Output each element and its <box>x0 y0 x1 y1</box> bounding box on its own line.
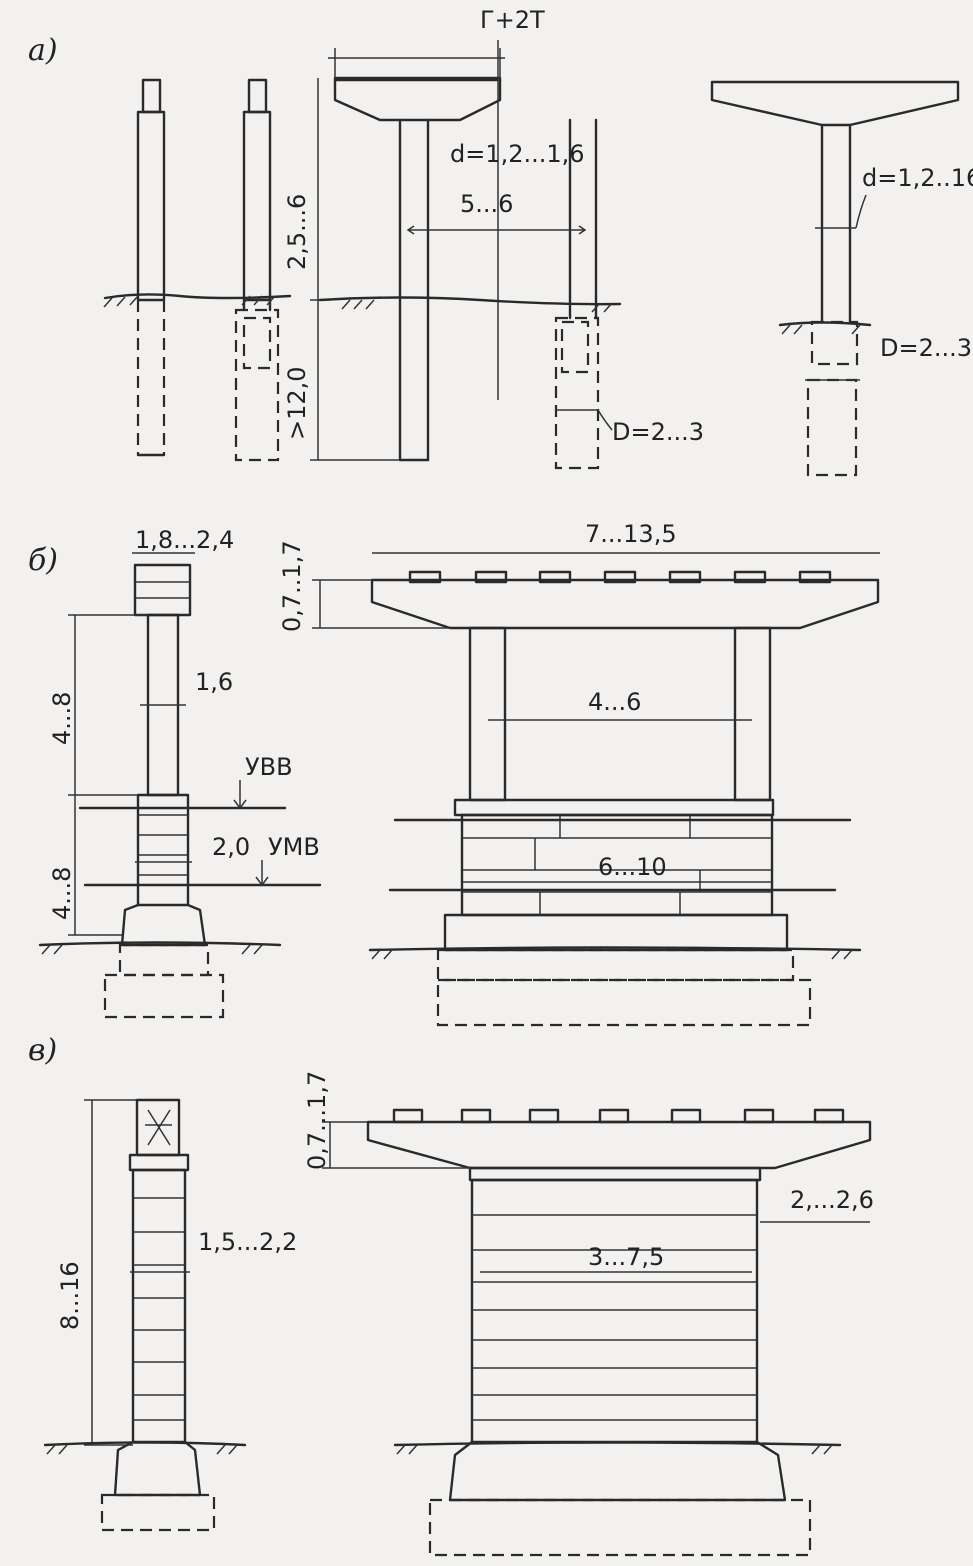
column-diameter-b: 1,6 <box>195 668 233 696</box>
frame-pier-b <box>312 552 880 1027</box>
high-water-label: УВВ <box>245 753 293 781</box>
wall-length-c: 3...7,5 <box>588 1243 664 1271</box>
column-diameter-a: d=1,2...1,6 <box>450 140 585 168</box>
wall-pier-c <box>322 1108 872 1557</box>
width-c: 1,5...2,2 <box>198 1228 297 1256</box>
side-pier-c <box>43 1098 247 1532</box>
base-length-b: 6...10 <box>598 853 667 881</box>
cap-depth-b: 0,7..1,7 <box>278 540 306 632</box>
column-spacing-b: 4...6 <box>588 688 641 716</box>
cap-depth-c: 0,7...1,7 <box>303 1071 331 1170</box>
frame-pier-a <box>310 40 622 470</box>
column-height-b: 4...8 <box>48 692 76 745</box>
panel-b-label: б) <box>28 543 58 578</box>
cap-width-a: Г+2Т <box>480 6 545 34</box>
side-column-2 <box>234 78 280 462</box>
single-shell-diameter: D=2...3 <box>880 334 972 362</box>
top-width-b: 1,8...2,4 <box>135 526 234 554</box>
panel-a-label: а) <box>28 33 58 68</box>
side-pier-b <box>38 552 322 1019</box>
height-c: 8...16 <box>56 1261 84 1330</box>
column-spacing-a: 5...6 <box>460 190 513 218</box>
shell-diameter-a: D=2...3 <box>612 418 704 446</box>
side-column-1 <box>136 78 166 457</box>
cap-width-b: 7...13,5 <box>585 520 677 548</box>
ground-line-a-left <box>103 293 292 308</box>
height-above-a: 2,5...6 <box>283 194 311 270</box>
depth-below-a: >12,0 <box>283 366 311 440</box>
base-height-b: 4...8 <box>48 867 76 920</box>
single-column-pier <box>710 80 960 477</box>
low-water-label: УМВ <box>268 833 320 861</box>
base-width-b: 2,0 <box>212 833 250 861</box>
single-column-diameter: d=1,2..16 <box>862 164 973 192</box>
side-offset-c: 2,...2,6 <box>790 1186 874 1214</box>
panel-c-label: в) <box>28 1033 57 1068</box>
